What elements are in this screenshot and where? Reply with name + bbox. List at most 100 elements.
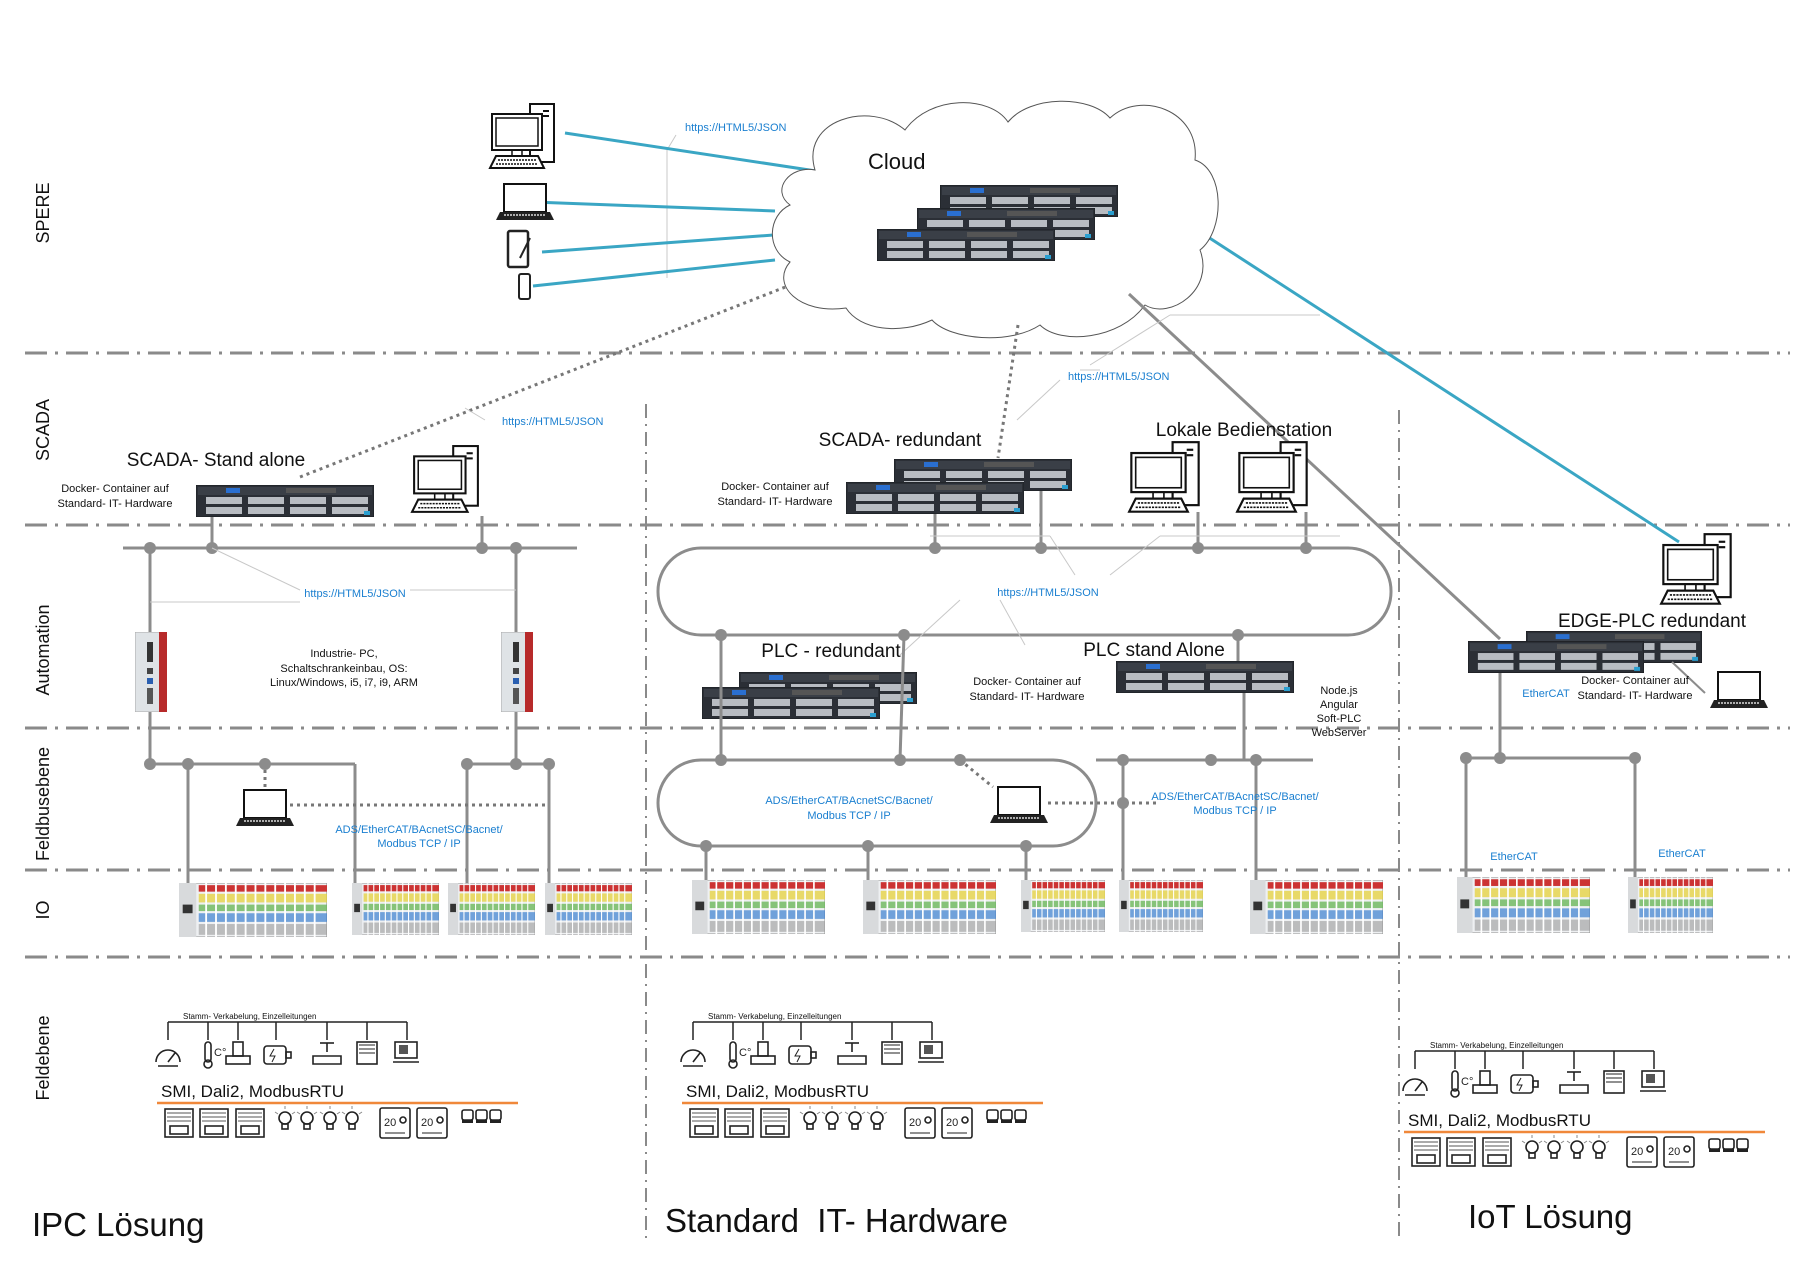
scada-redundant-title: SCADA- redundant [819, 430, 982, 451]
column-title-iot: IoT Lösung [1468, 1198, 1633, 1235]
motor-icon [1510, 1074, 1539, 1094]
local-station-title: Lokale Bedienstation [1156, 420, 1332, 441]
blind-icon [235, 1108, 265, 1138]
local-station-desktop-icon [1236, 441, 1308, 513]
io-module-icon [1628, 877, 1713, 933]
svg-text:20: 20 [384, 1117, 396, 1129]
hvac-unit-icon [393, 1041, 419, 1063]
fieldbus-protocol-line1: ADS/EtherCAT/BAcnetSC/Bacnet/ [1151, 791, 1319, 803]
blind-icon [199, 1108, 229, 1138]
blind-icon [760, 1108, 790, 1138]
fieldbus-protocol-line2: Modbus TCP / IP [807, 810, 890, 822]
valve-head-icon [475, 1109, 488, 1123]
bulb-icon [319, 1106, 341, 1130]
thermometer-icon: C° [728, 1041, 751, 1069]
bulb-icon [1521, 1135, 1543, 1159]
bulb-icon [821, 1106, 843, 1130]
io-module-icon [448, 883, 535, 935]
thermostat-icon: 20 [1663, 1136, 1695, 1168]
desktop-cloud-link [564, 131, 817, 173]
blind-icon [689, 1108, 719, 1138]
hvac-unit-icon [918, 1041, 944, 1063]
ring-nodes [715, 542, 1312, 641]
pump-icon [1472, 1070, 1498, 1094]
fieldbus-protocol-line1: ADS/EtherCAT/BAcnetSC/Bacnet/ [765, 795, 933, 807]
stack-item: Soft-PLC [1317, 713, 1362, 725]
phone-cloud-link [532, 258, 776, 288]
level-label-automation: Automation [33, 604, 53, 695]
docker-label-line2: Standard- IT- Hardware [718, 496, 833, 508]
field-bus-label: SMI, Dali2, ModbusRTU [686, 1082, 869, 1101]
io-module-icon [179, 883, 327, 937]
motor-icon [263, 1045, 292, 1065]
scada-link-label: https://HTML5/JSON [502, 416, 604, 428]
bulb-icon [844, 1106, 866, 1130]
client-desktop-icon [489, 103, 555, 169]
stack-item: Angular [1320, 699, 1358, 711]
svg-text:20: 20 [421, 1117, 433, 1129]
edge-plc-title: EDGE-PLC redundant [1558, 611, 1747, 632]
fieldbus-nodes [144, 758, 555, 770]
leader-line [999, 599, 1026, 646]
leader-line [1049, 535, 1076, 576]
scada-standalone-server-icon [196, 485, 374, 517]
edge-laptop-icon [1710, 671, 1768, 709]
field-bus-label: SMI, Dali2, ModbusRTU [161, 1082, 344, 1101]
ipc-description-line3: Linux/Windows, i5, i7, i9, ARM [270, 677, 418, 689]
control-panel-icon [881, 1041, 903, 1065]
motor-icon [788, 1045, 817, 1065]
valve-head-icon [1722, 1138, 1735, 1152]
bulb-icon [1566, 1135, 1588, 1159]
valve-head-icon [1736, 1138, 1749, 1152]
valve-head-icon [1014, 1109, 1027, 1123]
leader-line [464, 407, 486, 421]
valve-head-icon [1000, 1109, 1013, 1123]
scada-desktop-icon [411, 445, 479, 513]
io-module-icon [863, 880, 996, 934]
svg-text:C°: C° [214, 1047, 226, 1059]
plc-standalone-title: PLC stand Alone [1083, 640, 1225, 661]
leader-line [899, 599, 961, 656]
control-panel-icon [356, 1041, 378, 1065]
svg-text:C°: C° [739, 1047, 751, 1059]
bulb-icon [866, 1106, 888, 1130]
level-labels: SPERE SCADA Automation Feldbusebene IO F… [33, 182, 53, 1100]
wiring-label: Stamm- Verkabelung, Einzelleitungen [1430, 1041, 1563, 1050]
cloud-edge-plc-link [1127, 292, 1502, 641]
valve-head-icon [1708, 1138, 1721, 1152]
ipc-column: SCADA- Stand alone Docker- Container auf… [58, 407, 632, 937]
level-label-spere: SPERE [33, 182, 53, 243]
docker-label-line1: Docker- Container auf [61, 483, 170, 495]
bulb-icon [799, 1106, 821, 1130]
svg-text:20: 20 [1668, 1146, 1680, 1158]
docker-label-line2: Standard- IT- Hardware [1578, 690, 1693, 702]
cloud-link-label: https://HTML5/JSON [685, 122, 787, 134]
field-block: Stamm- Verkabelung, EinzelleitungenC°SMI… [1402, 1041, 1765, 1168]
thermostat-icon: 20 [904, 1107, 936, 1139]
thermometer-icon: C° [1450, 1070, 1473, 1098]
gauge-icon [680, 1049, 706, 1067]
cloud-server-icon [877, 229, 1055, 261]
blind-icon [1411, 1137, 1441, 1167]
spere-section: https://HTML5/JSON Cloud [299, 100, 1680, 641]
pump-icon [225, 1041, 251, 1065]
laptop-cloud-link [532, 200, 776, 213]
io-module-icon [1250, 880, 1383, 934]
level-label-feldebene: Feldebene [33, 1015, 53, 1100]
stack-item: Node.js [1320, 685, 1358, 697]
plc-redundant-server-icon [702, 687, 880, 719]
bus-nodes [144, 542, 522, 554]
scada-cloud-link [299, 284, 789, 479]
blind-icon [164, 1108, 194, 1138]
fieldbus-protocol-line1: ADS/EtherCAT/BAcnetSC/Bacnet/ [335, 824, 503, 836]
io-module-icon [1119, 880, 1203, 932]
hvac-unit-icon [1640, 1070, 1666, 1092]
wiring-label: Stamm- Verkabelung, Einzelleitungen [708, 1012, 841, 1021]
field-block: Stamm- Verkabelung, EinzelleitungenC°SMI… [155, 1012, 518, 1139]
docker-label-line1: Docker- Container auf [721, 481, 830, 493]
control-panel-icon [1603, 1070, 1625, 1094]
ethercat-label: EtherCAT [1522, 688, 1570, 700]
scada-standalone-title: SCADA- Stand alone [127, 450, 306, 471]
